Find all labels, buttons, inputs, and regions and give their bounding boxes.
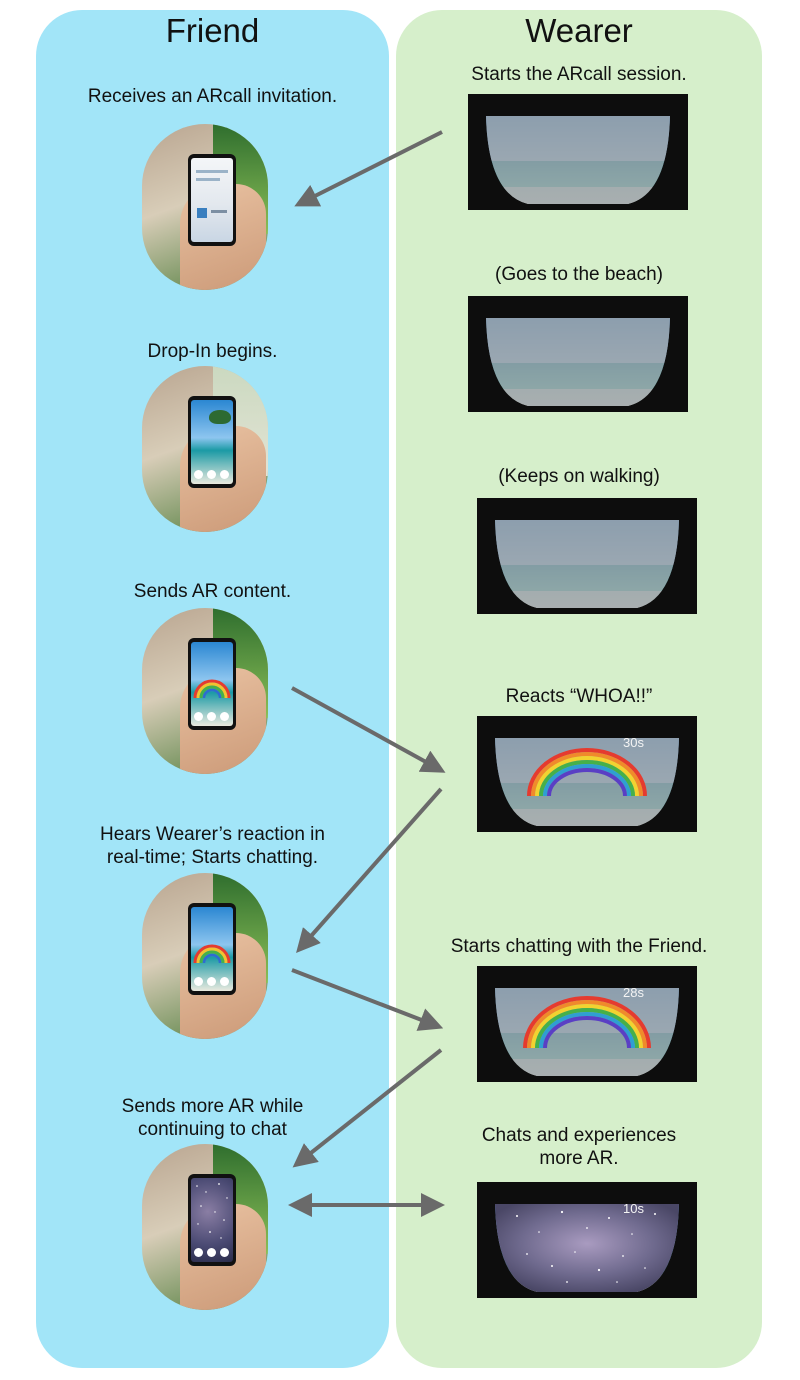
timer-badge: 30s [623, 735, 644, 750]
arrow-chat-to-friend [292, 1048, 443, 1168]
wearer-glasses-view-3 [477, 498, 697, 614]
friend-step-2-label: Drop-In begins. [147, 341, 278, 362]
wearer-glasses-view-5: 28s [477, 966, 697, 1082]
friend-step-1-label: Receives an ARcall invitation. [87, 86, 338, 107]
smartphone-icon [188, 903, 236, 995]
wearer-panel [396, 10, 762, 1368]
wearer-glasses-view-4: 30s [477, 716, 697, 832]
sunglasses-frame-icon [477, 1182, 697, 1298]
sunglasses-frame-icon [477, 966, 697, 1082]
friend-phone-photo-5 [142, 1144, 268, 1310]
wearer-step-4-label: Reacts “WHOA!!” [505, 686, 653, 707]
rainbow-icon [523, 996, 651, 1049]
wearer-glasses-view-2 [468, 296, 688, 412]
wearer-step-3-label: (Keeps on walking) [498, 466, 660, 487]
stars-icon [516, 1210, 656, 1283]
sunglasses-frame-icon [468, 296, 688, 412]
arrow-invite-to-friend [294, 130, 443, 207]
friend-step-4-label: Hears Wearer’s reaction in real-time; St… [100, 824, 325, 868]
sunglasses-frame-icon [477, 498, 697, 614]
friend-phone-photo-2 [142, 366, 268, 532]
wearer-glasses-view-1 [468, 94, 688, 210]
rainbow-icon [193, 679, 231, 699]
rainbow-icon [527, 748, 647, 797]
wearer-step-1-label: Starts the ARcall session. [471, 64, 687, 85]
smartphone-icon [188, 1174, 236, 1266]
wearer-step-6-label: Chats and experiences more AR. [481, 1125, 677, 1169]
arrow-reaction-to-friend [296, 787, 443, 953]
wearer-step-2-label: (Goes to the beach) [495, 264, 663, 285]
friend-step-3-label: Sends AR content. [133, 581, 292, 602]
arrow-chat-to-wearer [291, 968, 444, 1031]
sunglasses-frame-icon [477, 716, 697, 832]
smartphone-icon [188, 638, 236, 730]
friend-phone-photo-3 [142, 608, 268, 774]
rainbow-icon [193, 944, 231, 964]
friend-phone-photo-1 [142, 124, 268, 290]
timer-badge: 10s [623, 1201, 644, 1216]
stars-icon [196, 1183, 228, 1239]
wearer-column-title: Wearer [525, 12, 633, 49]
friend-phone-photo-4 [142, 873, 268, 1039]
timer-badge: 28s [623, 985, 644, 1000]
wearer-step-5-label: Starts chatting with the Friend. [450, 936, 708, 957]
friend-column-title: Friend [165, 12, 260, 49]
wearer-glasses-view-6: 10s [477, 1182, 697, 1298]
smartphone-icon [188, 154, 236, 246]
sunglasses-frame-icon [468, 94, 688, 210]
arrow-ar-to-wearer [291, 686, 446, 773]
smartphone-icon [188, 396, 236, 488]
friend-step-5-label: Sends more AR while continuing to chat [121, 1096, 304, 1140]
